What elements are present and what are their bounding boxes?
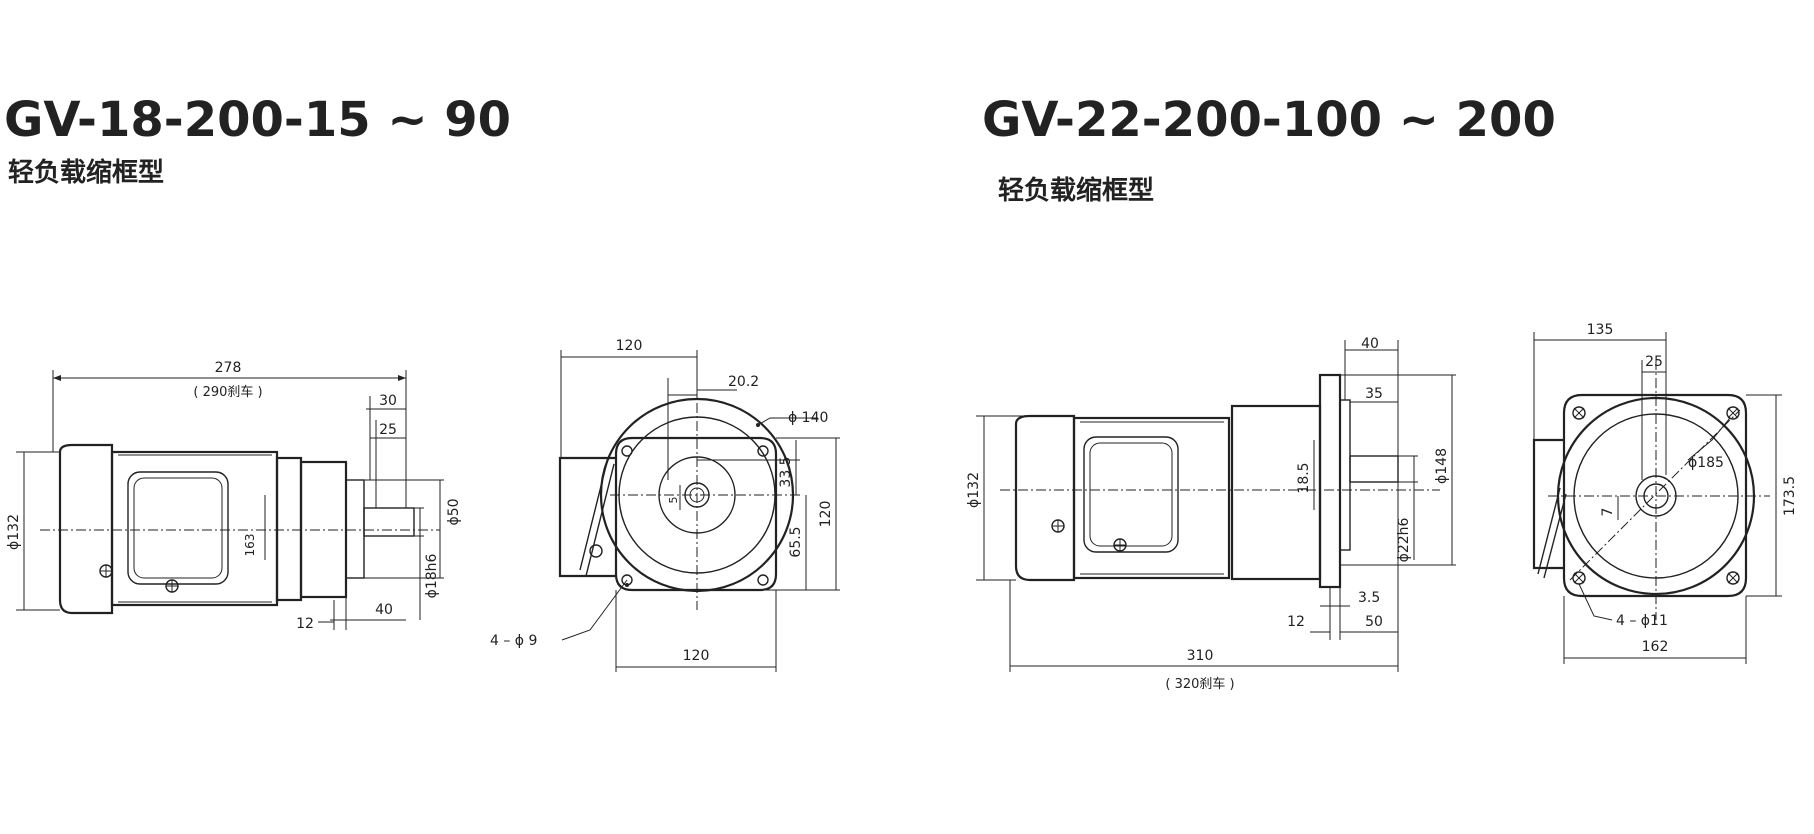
- right-front-dim-25: 25: [1645, 354, 1663, 370]
- left-dim-290-brake: ( 290刹车 ): [193, 384, 262, 400]
- left-dim-phi50: ϕ50: [446, 498, 462, 525]
- right-dim-12: 12: [1287, 614, 1305, 630]
- right-dim-phi22h6: ϕ22h6: [1396, 517, 1412, 562]
- left-hole-icon: [621, 445, 633, 457]
- left-dim-phi18h6: ϕ18h6: [424, 553, 440, 598]
- right-title: GV-22-200-100 ~ 200: [982, 92, 1556, 148]
- right-subtitle: 轻负载缩框型: [998, 176, 1155, 206]
- right-flange: [1318, 373, 1342, 589]
- right-fan-cover: [1014, 414, 1076, 582]
- right-front-dim-holes: 4 – ϕ11: [1616, 613, 1668, 629]
- right-shaft: [1349, 455, 1399, 483]
- right-motor-body: [1072, 416, 1231, 580]
- right-dim-phi148: ϕ148: [1434, 448, 1450, 484]
- left-dim-30: 30: [379, 393, 397, 409]
- left-front-dim-120-top: 120: [616, 338, 643, 354]
- right-hole-icon: [1726, 406, 1740, 420]
- left-terminal-side: [558, 456, 616, 578]
- left-hole-icon: [757, 445, 769, 457]
- right-dim-phi132: ϕ132: [966, 472, 982, 508]
- right-hole-icon: [1726, 571, 1740, 585]
- left-dim-25: 25: [379, 422, 397, 438]
- right-dim-50: 50: [1365, 614, 1383, 630]
- left-front-dim-phi140: ϕ 140: [788, 410, 828, 426]
- right-front-dim-173-5: 173.5: [1782, 476, 1798, 516]
- right-dim-310: 310: [1187, 648, 1214, 664]
- left-front-dim-5: 5: [667, 497, 680, 504]
- right-front-dim-phi185: ϕ185: [1688, 455, 1724, 471]
- right-dim-320-brake: ( 320刹车 ): [1165, 676, 1234, 692]
- right-side-view: 40 35 ϕ132 18.5 ϕ148 ϕ22h6 3.5 12 50: [966, 336, 1456, 692]
- left-front-dim-120-v: 120: [818, 501, 834, 528]
- left-fan-cover: [58, 443, 114, 615]
- left-dim-163: 163: [243, 534, 257, 557]
- left-front-dim-20-2: 20.2: [728, 374, 759, 390]
- left-side-view: 278 ( 290刹车 ) 30 25 ϕ132 163 ϕ50 ϕ18h6 4…: [6, 360, 462, 632]
- left-dim-278: 278: [215, 360, 242, 376]
- left-terminal-box: [127, 471, 229, 585]
- left-front-dim-65-5: 65.5: [788, 526, 804, 557]
- left-title: GV-18-200-15 ~ 90: [4, 92, 512, 148]
- left-front-view: 120 20.2 ϕ 140 5 33.5 120 65.5 4 – ϕ 9: [490, 338, 840, 672]
- right-hole-icon: [1572, 406, 1586, 420]
- left-dim-12: 12: [296, 616, 314, 632]
- right-terminal-side: [1532, 438, 1564, 570]
- left-shaft: [363, 507, 415, 537]
- right-flange-front: [1562, 393, 1748, 598]
- left-gear-flange: [275, 456, 303, 602]
- left-dim-phi132: ϕ132: [6, 514, 22, 550]
- left-front-dim-120-bottom: 120: [683, 648, 710, 664]
- left-front-dim-33-5: 33.5: [778, 456, 794, 487]
- right-front-dim-162: 162: [1642, 639, 1669, 655]
- left-flange: [614, 436, 778, 592]
- right-dim-3-5: 3.5: [1358, 590, 1380, 606]
- left-dim-40: 40: [375, 602, 393, 618]
- left-motor-body: [110, 450, 279, 607]
- right-dim-40: 40: [1361, 336, 1379, 352]
- right-front-dim-7: 7: [1600, 508, 1616, 517]
- right-front-view: 135 25 ϕ185 7 173.5 4 – ϕ11 162: [1532, 322, 1798, 664]
- right-terminal-box: [1083, 436, 1179, 553]
- right-front-dim-135: 135: [1587, 322, 1614, 338]
- right-dim-18-5: 18.5: [1296, 462, 1312, 493]
- left-hole-icon: [757, 574, 769, 586]
- left-front-dim-holes: 4 – ϕ 9: [490, 633, 537, 649]
- left-subtitle: 轻负载缩框型: [8, 158, 165, 188]
- right-dim-35: 35: [1365, 386, 1383, 402]
